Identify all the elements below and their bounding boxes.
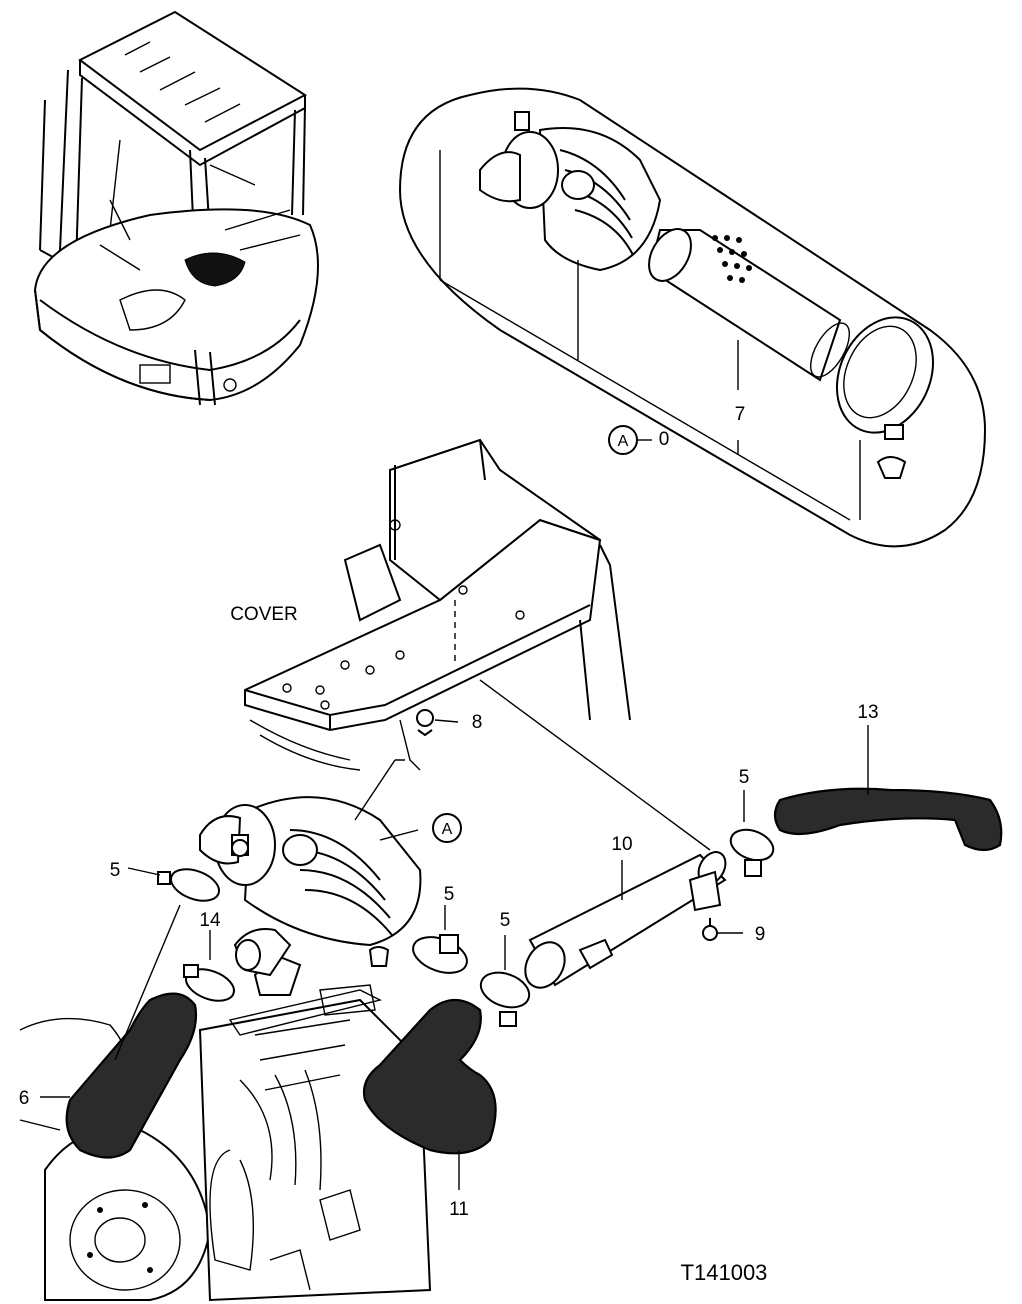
label-part-11: 11 — [449, 1199, 469, 1220]
label-part-9: 9 — [755, 924, 766, 945]
pipe-elbow-14 — [233, 928, 292, 977]
label-part-7: 7 — [735, 404, 746, 425]
pipe-10 — [524, 851, 727, 989]
air-cleaner-assembly — [199, 759, 422, 967]
label-cover: COVER — [230, 604, 298, 625]
clamp-14 — [183, 930, 235, 1002]
label-part-5-mid: 5 — [444, 884, 455, 905]
label-part-13: 13 — [857, 702, 878, 723]
hose-11 — [362, 998, 497, 1155]
label-part-10: 10 — [611, 834, 632, 855]
filter-perforations — [712, 235, 752, 283]
label-part-5-left: 5 — [110, 860, 121, 881]
callout-a-main: A — [432, 813, 462, 843]
hose-6 — [65, 992, 198, 1159]
hose-13 — [773, 787, 1003, 852]
machine-overview-illustration — [33, 10, 319, 406]
label-part-8: 8 — [472, 712, 483, 733]
clamp-5-mid2 — [479, 935, 531, 1027]
label-part-0: 0 — [659, 429, 670, 450]
label-part-14: 14 — [199, 910, 221, 931]
svg-text:A: A — [618, 433, 629, 450]
bolt-9 — [702, 918, 743, 941]
svg-text:A: A — [442, 821, 453, 838]
clamp-5-right — [729, 790, 775, 877]
label-part-6: 6 — [19, 1088, 30, 1109]
bolt-8 — [416, 709, 459, 737]
cover-bracket — [244, 438, 711, 851]
clamp-5-left — [127, 867, 220, 902]
leader-6 — [114, 904, 181, 1061]
label-part-5-mid2: 5 — [500, 910, 511, 931]
clamp-5-mid — [412, 905, 468, 974]
detail-a-frame — [398, 87, 987, 548]
callout-a-detail: A — [608, 425, 652, 455]
figure-code: T141003 — [681, 1260, 768, 1285]
label-part-5-right: 5 — [739, 767, 750, 788]
